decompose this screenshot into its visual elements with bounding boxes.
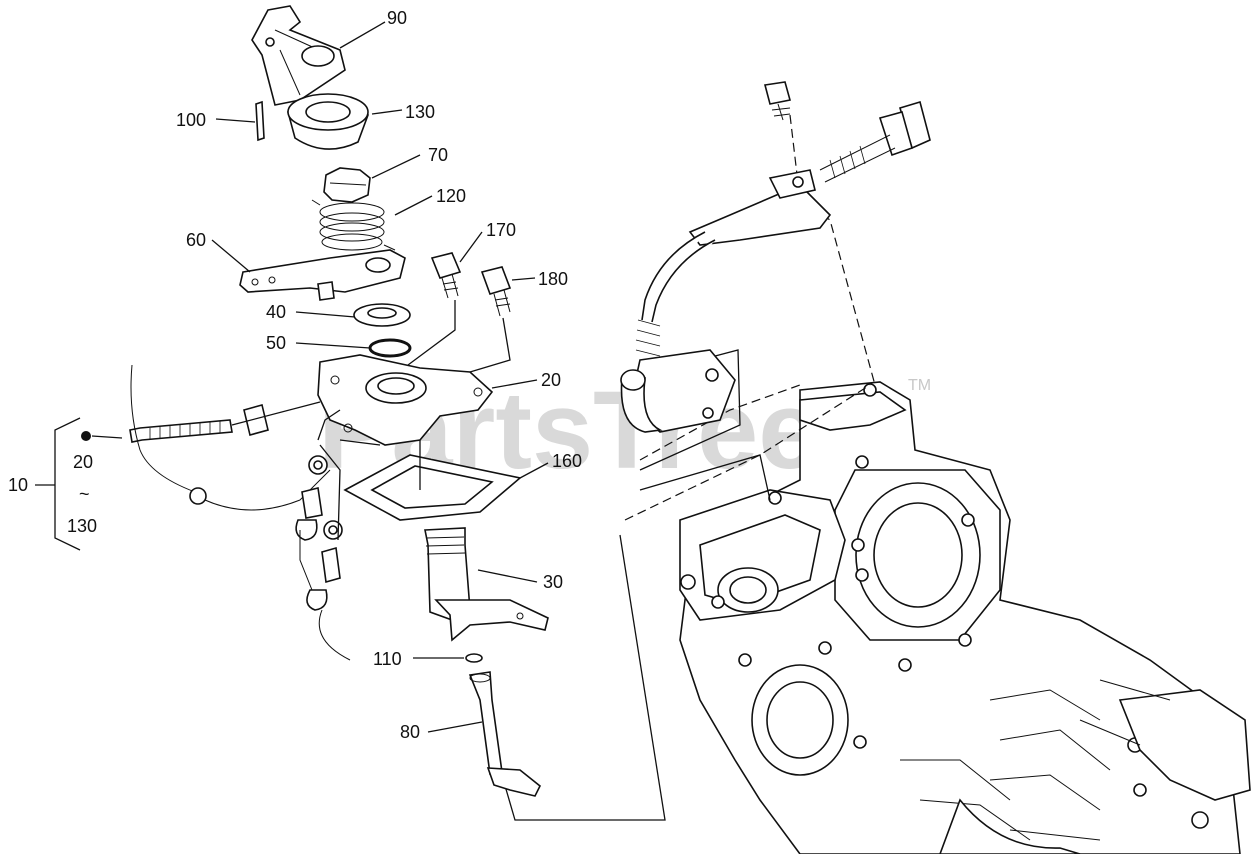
part-40-washer [353, 303, 411, 327]
part-160-gasket [343, 454, 522, 521]
callout-160: 160 [552, 451, 582, 471]
callout-40: 40 [266, 302, 286, 322]
throttle-bracket [635, 81, 931, 357]
dash-line-1 [624, 384, 871, 521]
callout-90: 90 [387, 8, 407, 28]
frame-line-c [639, 349, 741, 471]
assembly-range-symbol: ~ [79, 484, 90, 504]
callout-110: 110 [373, 649, 402, 669]
part-20-housing [317, 354, 494, 446]
part-30-shaft [424, 527, 549, 642]
callout-130: 130 [405, 102, 435, 122]
callout-80: 80 [400, 722, 420, 742]
bullet-dot [81, 431, 91, 441]
part-120-spring [311, 199, 396, 251]
rod-and-linkage [129, 364, 351, 661]
part-100-pin [255, 100, 265, 142]
part-170-bolt [430, 252, 462, 299]
part-110-ring [465, 653, 483, 663]
frame-line-a [639, 454, 771, 501]
callout-20: 20 [541, 370, 561, 390]
callout-30: 30 [543, 572, 563, 592]
assembly-number: 10 [8, 475, 28, 495]
assembly-bracket [35, 417, 123, 551]
callout-100: 100 [176, 110, 206, 130]
dash-line-2 [639, 384, 801, 461]
part-50-oring [368, 338, 412, 358]
watermark-trademark: TM [908, 377, 931, 394]
part-80-shaft [468, 671, 542, 797]
assembly-range-to: 130 [67, 516, 97, 536]
callout-70: 70 [428, 145, 448, 165]
callout-170: 170 [486, 220, 516, 240]
part-70-nut [323, 167, 371, 203]
part-130-bushing [287, 93, 369, 150]
part-180-bolt [480, 266, 512, 317]
part-60-lever [239, 249, 406, 301]
intake-flange [679, 489, 846, 621]
callout-120: 120 [436, 186, 466, 206]
callout-180: 180 [538, 269, 568, 289]
assembly-range-from: 20 [73, 452, 93, 472]
part-90-bracket [251, 5, 346, 106]
callout-60: 60 [186, 230, 206, 250]
leader-lines [211, 21, 549, 733]
solenoid [620, 349, 736, 433]
callout-50: 50 [266, 333, 286, 353]
